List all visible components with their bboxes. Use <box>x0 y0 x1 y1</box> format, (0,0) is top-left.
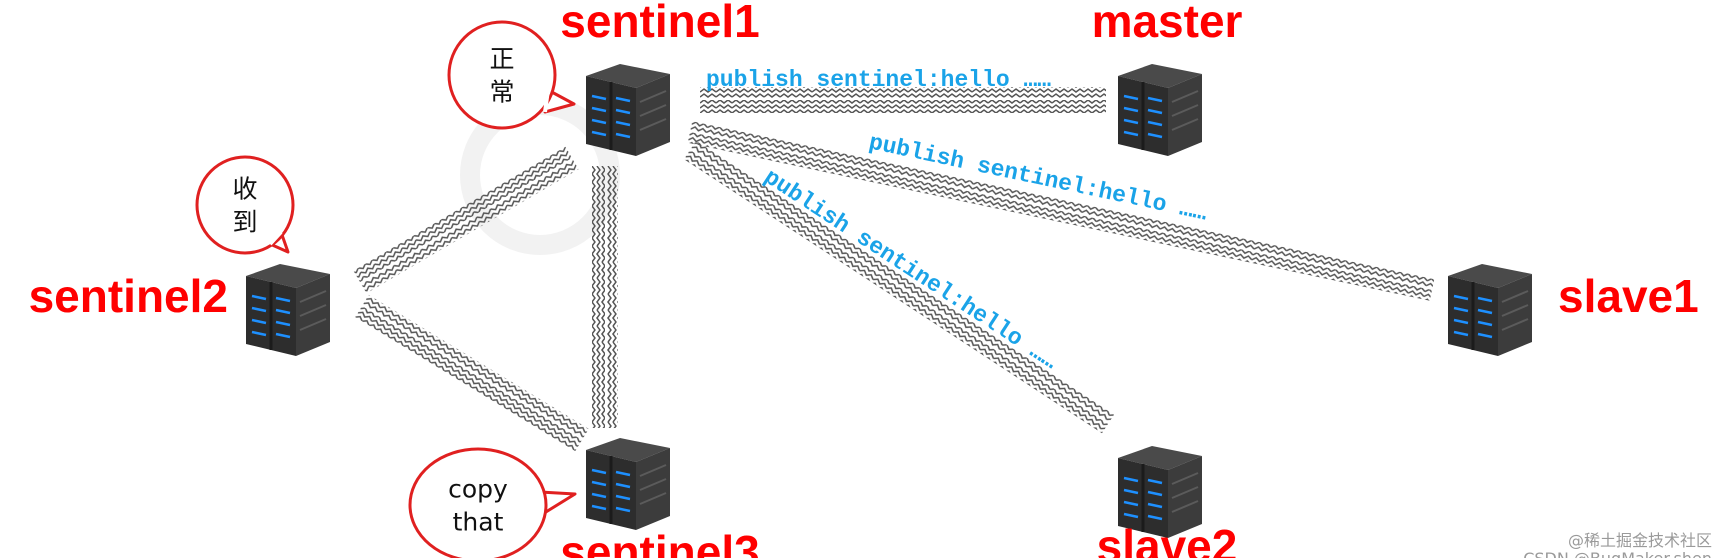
server-icon <box>1116 62 1204 158</box>
server-icon <box>1446 262 1534 358</box>
link-sentinel1-sentinel3 <box>592 166 618 428</box>
link-sentinel1-sentinel2 <box>353 146 579 294</box>
node-sentinel1: sentinel1 <box>560 0 760 158</box>
speech-bubble-sentinel2: 收到 <box>195 155 295 255</box>
node-label-sentinel2: sentinel2 <box>29 270 228 322</box>
server-icon <box>584 62 672 158</box>
speech-bubble-sentinel3: copy that <box>408 447 577 558</box>
nodes-layer: sentinel1 master sentinel2 slave1 sentinel3 s… <box>29 0 1699 558</box>
link-sentinel2-sentinel3 <box>355 294 589 452</box>
links-layer <box>353 146 618 452</box>
message-band-slave2 <box>683 140 1115 434</box>
bubble-text-line: that <box>453 508 504 537</box>
message-label-master: publish sentinel:hello …… <box>706 67 1051 93</box>
node-label-master: master <box>1092 0 1243 47</box>
node-label-slave2: slave2 <box>1097 520 1238 558</box>
watermark: @稀土掘金技术社区 CSDN @BugMaker.shen <box>1523 531 1712 558</box>
bubble-text-line: 正 <box>489 45 514 74</box>
message-band-slave1 <box>687 121 1435 301</box>
server-icon <box>584 436 672 532</box>
bubble-text-line: 常 <box>489 78 514 107</box>
node-sentinel3: sentinel3 <box>560 436 760 558</box>
watermark-csdn: CSDN @BugMaker.shen <box>1523 549 1712 558</box>
messages-layer: publish sentinel:hello ……publish sentine… <box>683 67 1435 434</box>
node-label-slave1: slave1 <box>1558 270 1699 322</box>
node-slave2: slave2 <box>1097 444 1238 558</box>
node-label-sentinel1: sentinel1 <box>560 0 759 47</box>
bubble-text-line: copy <box>448 475 508 504</box>
node-label-sentinel3: sentinel3 <box>560 526 759 558</box>
speech-bubble-sentinel1: 正常 <box>447 20 576 130</box>
bubble-text-line: 到 <box>232 208 257 237</box>
node-slave1: slave1 <box>1446 262 1699 358</box>
node-sentinel2: sentinel2 <box>29 262 332 358</box>
node-master: master <box>1092 0 1243 158</box>
bubble-text-line: 收 <box>232 175 257 204</box>
server-icon <box>244 262 332 358</box>
watermark-juejin: @稀土掘金技术社区 <box>1568 531 1712 550</box>
message-band-master <box>700 87 1106 113</box>
